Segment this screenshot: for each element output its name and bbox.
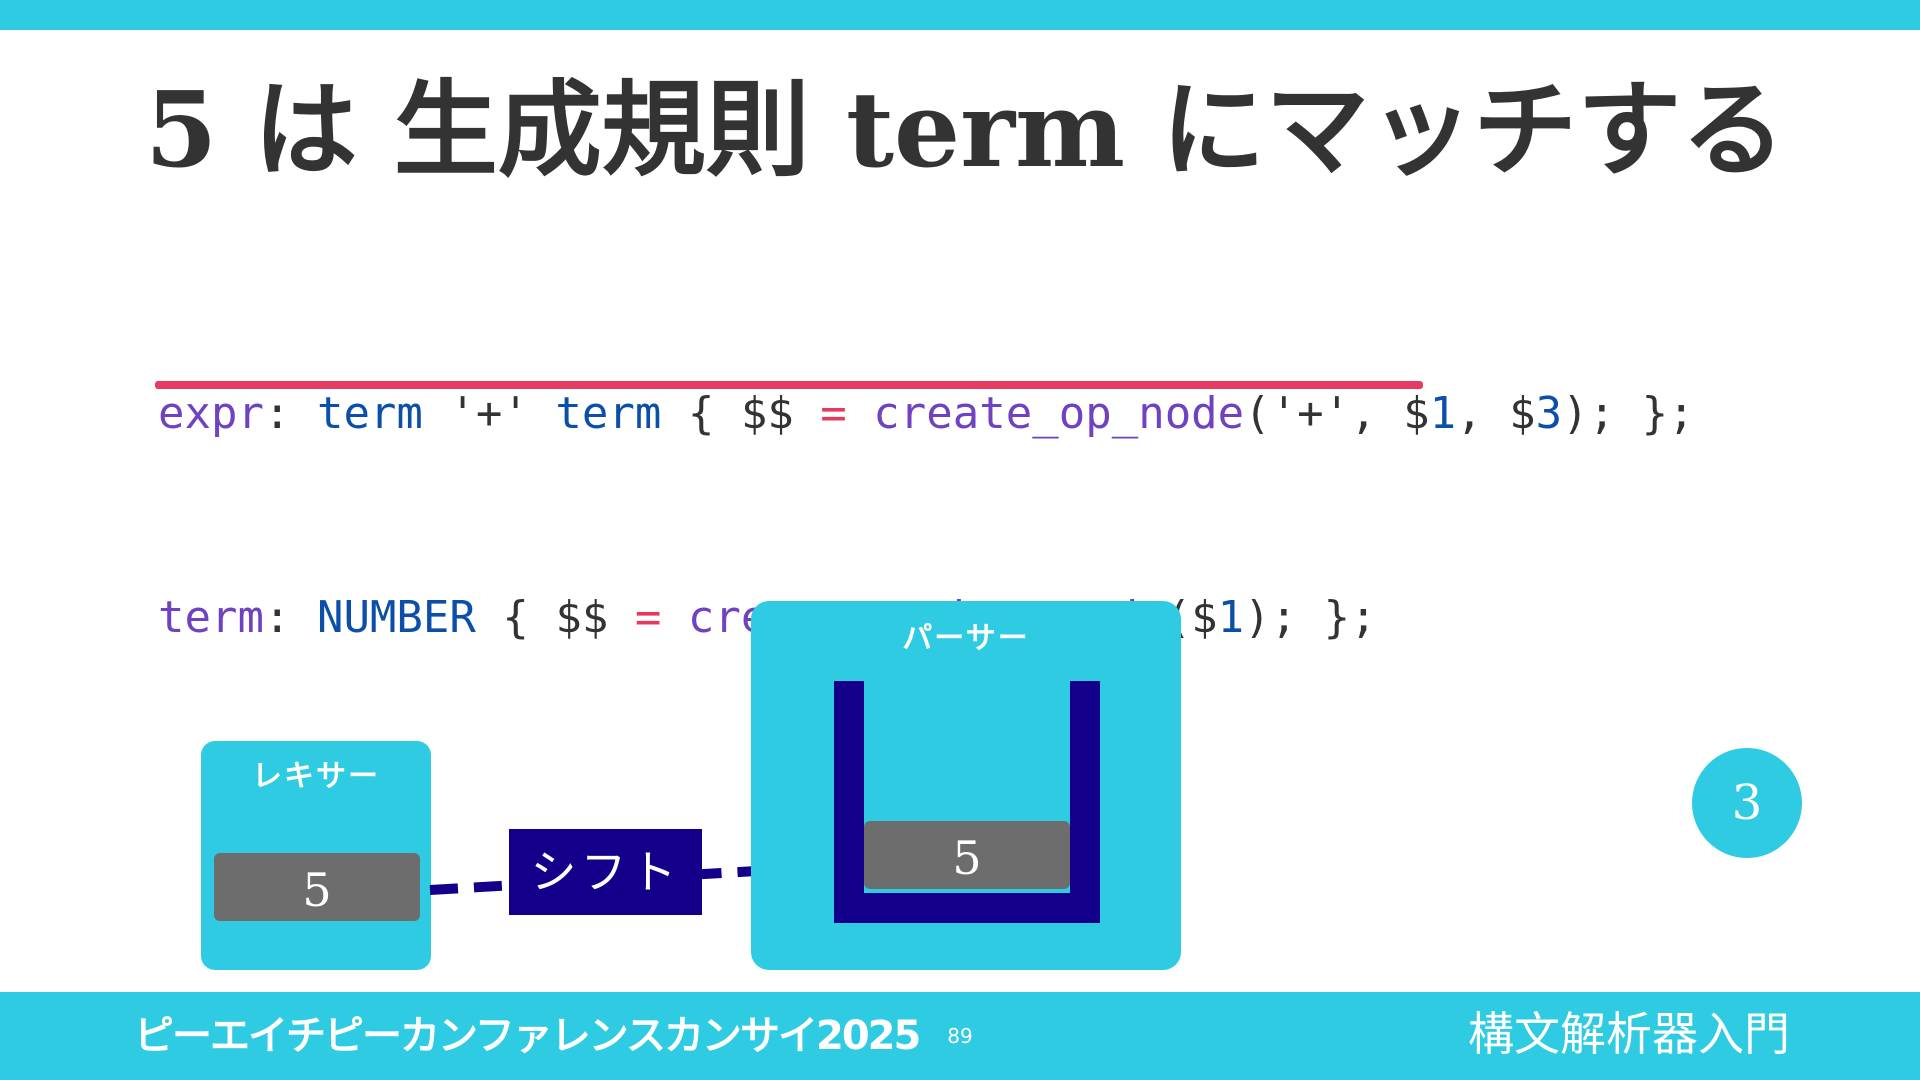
- code-token: term: [158, 592, 264, 643]
- code-token: =: [634, 592, 662, 643]
- highlight-underline: [155, 381, 1423, 389]
- lexer-token: 5: [214, 853, 420, 921]
- stack-token: 5: [864, 821, 1070, 889]
- code-token: ('+', $: [1244, 388, 1430, 439]
- code-token: NUMBER: [316, 592, 476, 643]
- code-token: 3: [1535, 388, 1563, 439]
- code-token: 1: [1217, 592, 1245, 643]
- code-token: term: [555, 388, 662, 439]
- code-token: ); };: [1562, 388, 1695, 439]
- code-token: '+': [422, 388, 556, 439]
- stack-wall-right: [1070, 681, 1100, 923]
- parser-stack: 5: [834, 681, 1100, 923]
- page-number: 89: [947, 1024, 973, 1048]
- code-token: :: [263, 592, 317, 643]
- shift-label: シフト: [509, 829, 702, 915]
- code-token: ); };: [1244, 592, 1377, 643]
- slide-title: 5 は 生成規則 term にマッチする: [145, 68, 1786, 191]
- lexer-box: レキサー 5: [201, 741, 431, 970]
- lexer-label: レキサー: [252, 759, 380, 794]
- stack-wall-left: [834, 681, 864, 923]
- code-token: term: [316, 388, 423, 439]
- code-token: create_op_node: [873, 388, 1245, 439]
- stack-wall-bottom: [834, 893, 1100, 923]
- deck-title: 構文解析器入門: [1468, 1007, 1790, 1061]
- code-token: :: [263, 388, 317, 439]
- footer-bar: ピーエイチピーカンファレンスカンサイ2025 89 構文解析器入門: [0, 992, 1920, 1080]
- footer-event-logo: ピーエイチピーカンファレンスカンサイ2025: [134, 1013, 921, 1059]
- code-line-expr: expr: term '+' term { $$ = create_op_nod…: [158, 380, 1768, 448]
- code-token: =: [820, 388, 847, 439]
- step-badge: 3: [1692, 748, 1802, 858]
- code-token: , $: [1456, 388, 1536, 439]
- code-token: [661, 592, 688, 643]
- code-token: 1: [1429, 388, 1457, 439]
- code-token: expr: [158, 388, 264, 439]
- code-token: { $$: [661, 388, 821, 439]
- top-accent-bar: [0, 0, 1920, 30]
- grammar-code-block: expr: term '+' term { $$ = create_op_nod…: [158, 244, 1768, 720]
- parser-label: パーサー: [902, 621, 1030, 656]
- parser-box: パーサー 5: [751, 601, 1181, 970]
- code-token: [847, 388, 874, 439]
- shift-arrow-line: [429, 861, 843, 895]
- code-token: { $$: [475, 592, 635, 643]
